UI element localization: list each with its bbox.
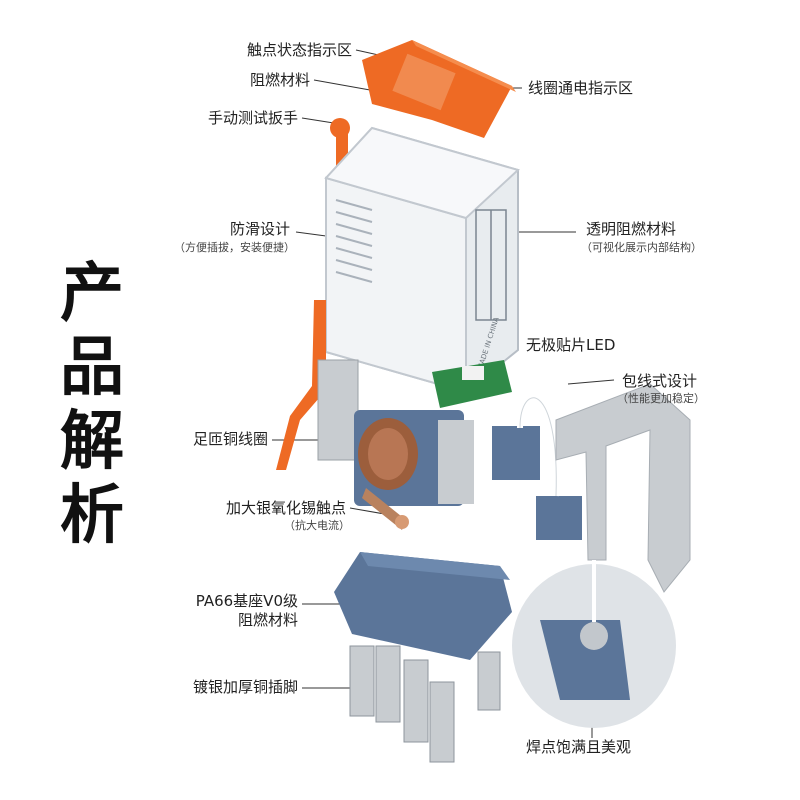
label-transparent-material: 透明阻燃材料: [586, 220, 677, 238]
label-silver-contact: 加大银氧化锡触点: [225, 499, 346, 517]
orange-side-bracket: [276, 300, 326, 470]
title-char-1: 产: [60, 257, 124, 331]
title-char-4: 析: [60, 479, 124, 553]
label-copper-coil: 足匝铜线圈: [192, 430, 268, 448]
pa66-base: [334, 552, 512, 660]
metal-frame: [555, 383, 691, 593]
label-led: 无极贴片LED: [526, 336, 616, 354]
led-pcb: [432, 360, 512, 408]
coil-assembly: [354, 410, 474, 506]
label-wrap-wire: 包线式设计: [622, 372, 698, 390]
label-contact-status-area: 触点状态指示区: [246, 41, 352, 59]
title-char-3: 解: [60, 405, 124, 479]
solder-closeup: [512, 560, 676, 728]
contact-point: [395, 515, 409, 529]
label-anti-slip: 防滑设计: [229, 220, 290, 238]
label-manual-test-lever: 手动测试扳手: [207, 109, 298, 127]
label-transparent-sub: （可视化展示内部结构）: [581, 241, 702, 254]
silver-tin-contact: [362, 488, 406, 530]
label-base-line2: 阻燃材料: [237, 611, 298, 629]
copper-pins: [349, 645, 501, 763]
label-solder: 焊点饱满且美观: [526, 738, 632, 756]
label-coil-indicator-area: 线圈通电指示区: [528, 79, 634, 97]
top-cover: [362, 40, 516, 138]
label-base-line1: PA66基座V0级: [195, 592, 298, 610]
title-char-2: 品: [60, 331, 124, 405]
label-pins: 镀银加厚铜插脚: [192, 678, 298, 696]
label-wrap-wire-sub: （性能更加稳定）: [617, 392, 705, 405]
wrapped-wire-module: [492, 394, 582, 540]
transparent-housing: MADE IN CHINA: [324, 126, 520, 394]
label-anti-slip-sub: （方便插拔，安装便捷）: [174, 241, 295, 254]
label-silver-contact-sub: （抗大电流）: [284, 519, 350, 532]
left-metal-contact: [317, 359, 359, 461]
label-flame-retardant: 阻燃材料: [249, 71, 310, 89]
